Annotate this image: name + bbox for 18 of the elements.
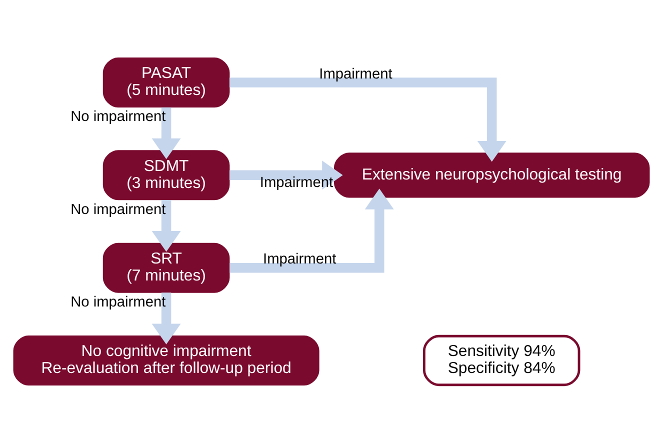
- arrow: [228, 160, 342, 190]
- edge-label: Impairment: [262, 251, 336, 268]
- arrow: [229, 188, 394, 272]
- node-box: Extensive neuropsychological testing: [333, 152, 650, 198]
- node-box: Sensitivity 94% Specificity 84%: [422, 334, 580, 386]
- node-box: SRT (7 minutes): [102, 242, 230, 292]
- node-box: No cognitive impairment Re-evaluation after follow-up period: [12, 335, 319, 385]
- node-box: PASAT (5 minutes): [102, 57, 230, 107]
- arrow: [228, 77, 506, 162]
- arrow: [151, 200, 180, 252]
- edge-label: No impairment: [70, 201, 166, 218]
- node-box: SDMT (3 minutes): [102, 150, 230, 200]
- edge-label: No impairment: [70, 108, 166, 125]
- edge-label: No impairment: [70, 294, 166, 310]
- edge-label: Impairment: [259, 174, 333, 190]
- edge-label: Impairment: [318, 66, 392, 82]
- arrow: [151, 292, 180, 344]
- arrow: [151, 106, 180, 159]
